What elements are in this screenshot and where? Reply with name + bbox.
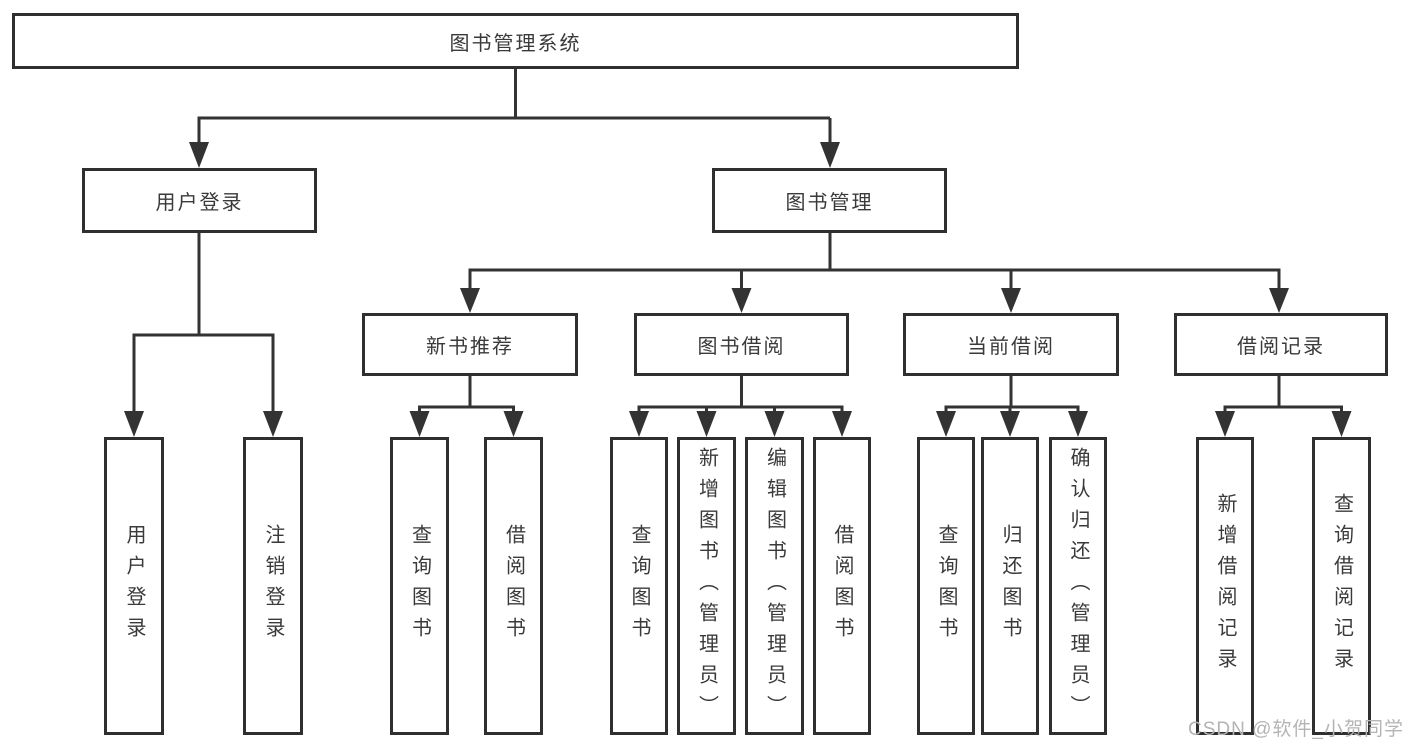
leaf-confirm-return-admin: 确认归还（管理员） xyxy=(1049,437,1107,735)
node-label: 图书借阅 xyxy=(697,336,786,358)
node-user-login: 用户登录 xyxy=(82,168,317,233)
leaf-add-books-admin: 新增图书（管理员） xyxy=(677,437,736,735)
node-library-management-system: 图书管理系统 xyxy=(12,13,1019,69)
leaf-borrow-books: 借阅图书 xyxy=(813,437,871,735)
node-label: 图书管理系统 xyxy=(449,32,582,55)
leaf-label: 编辑图书（管理员） xyxy=(763,446,786,726)
leaf-query-books: 查询图书 xyxy=(390,437,449,735)
leaf-label: 新增图书（管理员） xyxy=(695,446,718,726)
leaf-label: 新增借阅记录 xyxy=(1214,493,1236,679)
leaf-user-login: 用户登录 xyxy=(104,437,164,735)
leaf-label: 借阅图书 xyxy=(502,524,525,648)
leaf-label: 用户登录 xyxy=(123,524,145,648)
leaf-label: 注销登录 xyxy=(262,524,284,648)
leaf-return-books: 归还图书 xyxy=(981,437,1039,735)
leaf-logout: 注销登录 xyxy=(243,437,303,735)
leaf-label: 借阅图书 xyxy=(831,524,853,648)
leaf-label: 查询图书 xyxy=(935,524,957,648)
arrowheads xyxy=(124,142,1352,437)
node-book-borrowing: 图书借阅 xyxy=(634,313,849,376)
node-label: 用户登录 xyxy=(155,192,244,214)
leaf-query-books: 查询图书 xyxy=(917,437,975,735)
node-borrowing-records: 借阅记录 xyxy=(1174,313,1388,376)
node-book-management: 图书管理 xyxy=(712,168,947,233)
node-current-borrowing: 当前借阅 xyxy=(903,313,1119,376)
node-label: 图书管理 xyxy=(785,192,874,214)
node-label: 新书推荐 xyxy=(426,336,514,358)
leaf-edit-books-admin: 编辑图书（管理员） xyxy=(745,437,804,735)
leaf-label: 确认归还（管理员） xyxy=(1067,446,1089,726)
node-label: 当前借阅 xyxy=(967,336,1055,358)
leaf-label: 查询图书 xyxy=(628,524,650,648)
node-label: 借阅记录 xyxy=(1237,336,1325,358)
leaf-label: 归还图书 xyxy=(999,524,1021,648)
leaf-add-borrow-record: 新增借阅记录 xyxy=(1196,437,1254,735)
leaf-label: 查询图书 xyxy=(408,524,431,648)
csdn-watermark: CSDN @软件_小贺同学 xyxy=(1188,719,1404,740)
leaf-query-borrow-record: 查询借阅记录 xyxy=(1312,437,1371,735)
node-new-book-recommendation: 新书推荐 xyxy=(362,313,578,376)
leaf-borrow-books: 借阅图书 xyxy=(484,437,543,735)
leaf-label: 查询借阅记录 xyxy=(1330,493,1353,679)
leaf-query-books: 查询图书 xyxy=(610,437,668,735)
